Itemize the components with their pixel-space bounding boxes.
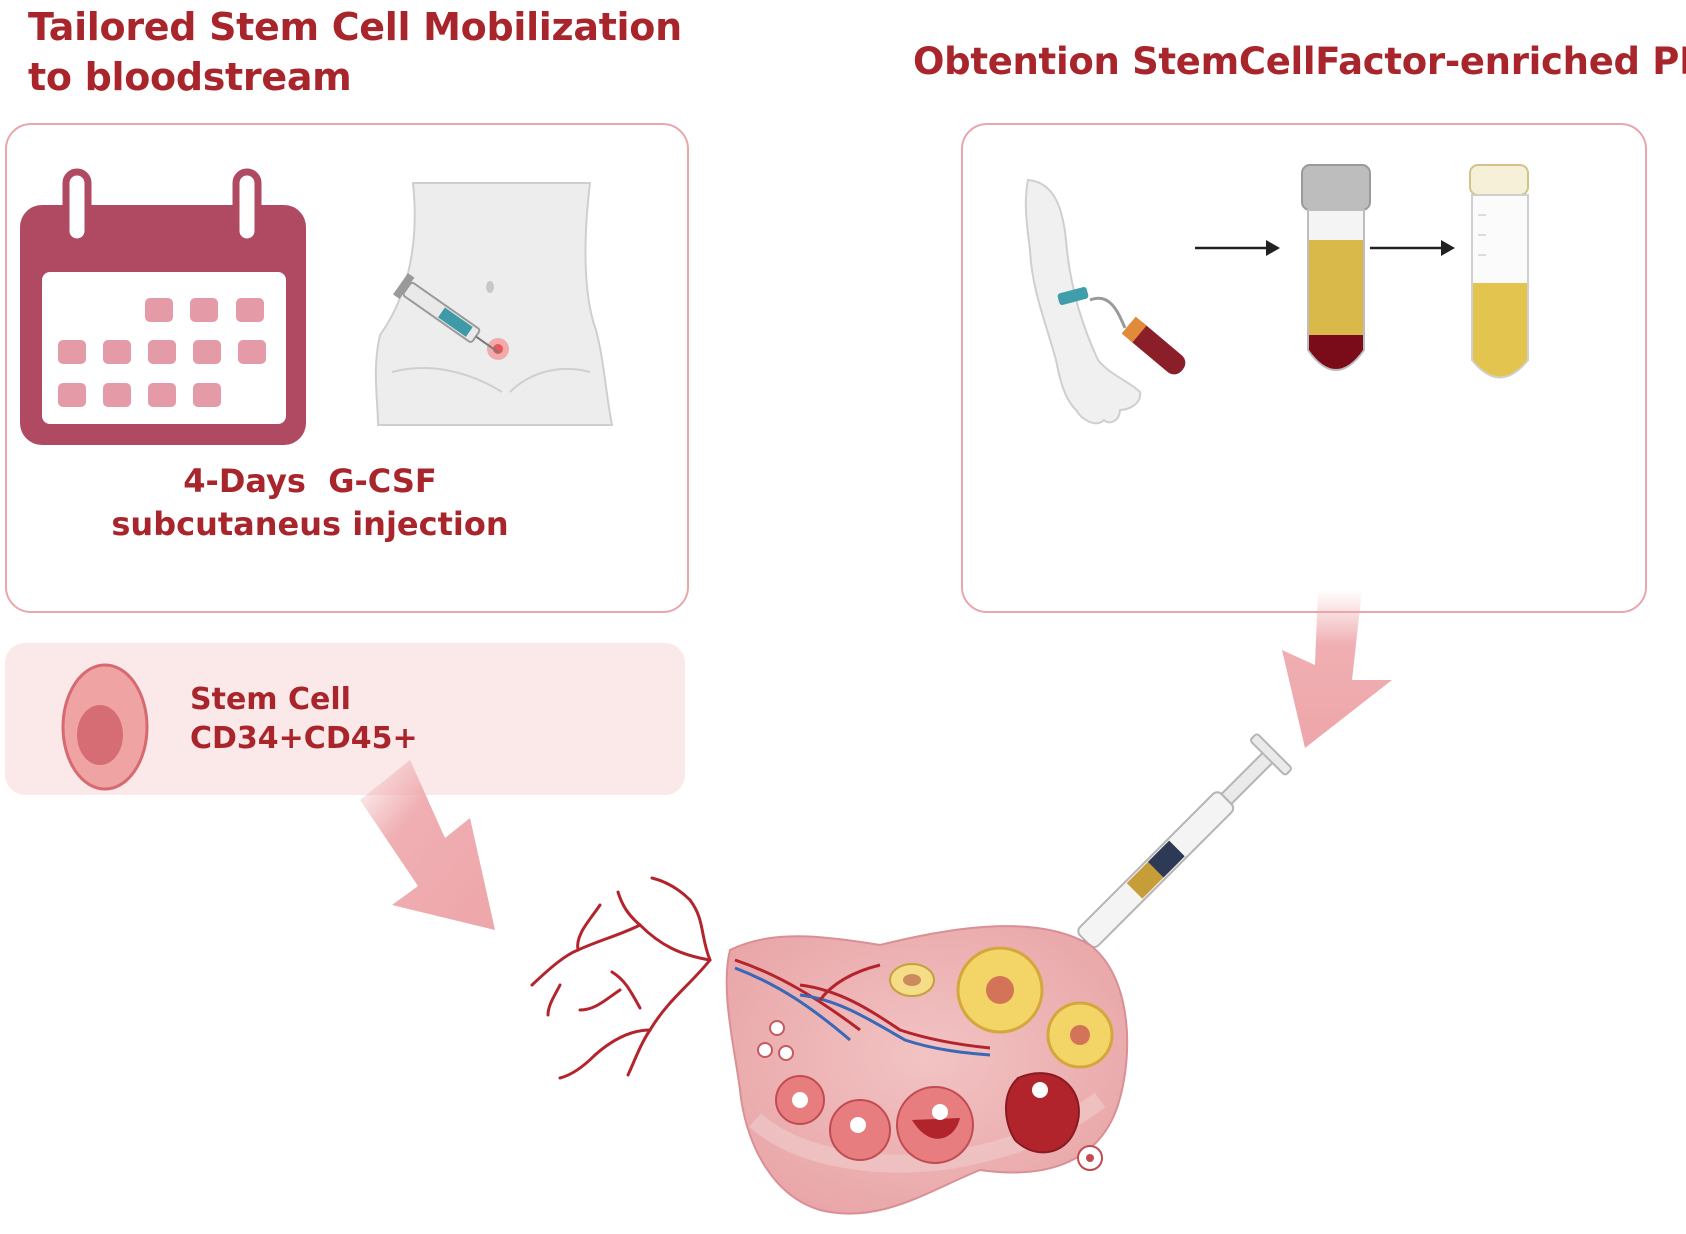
arrow-to-syringe-right bbox=[1282, 590, 1392, 748]
right-title: Obtention StemCellFactor-enriched PRP bbox=[913, 40, 1686, 83]
ovary-icon bbox=[725, 925, 1129, 1215]
antral-follicles bbox=[775, 1072, 1103, 1171]
stem-cell-line1: Stem Cell bbox=[190, 682, 351, 717]
corpus-luteum bbox=[956, 946, 1114, 1069]
syringe-icon bbox=[1064, 733, 1292, 962]
arrow-to-ovary-left bbox=[360, 760, 495, 930]
gcsf-caption: 4-Days G-CSF subcutaneus injection bbox=[100, 460, 520, 546]
gcsf-caption-line2: subcutaneus injection bbox=[111, 505, 509, 543]
process-arrow-2 bbox=[1370, 240, 1455, 256]
arm-blood-draw-icon bbox=[1024, 178, 1186, 425]
gcsf-caption-line1: 4-Days G-CSF bbox=[183, 462, 437, 500]
prp-tube-icon bbox=[1469, 164, 1529, 379]
process-arrow-1 bbox=[1195, 240, 1280, 256]
abdomen-syringe-icon bbox=[374, 182, 614, 426]
follicle bbox=[889, 963, 935, 997]
stem-cell-label: Stem Cell CD34+CD45+ bbox=[190, 680, 418, 758]
calendar-icon bbox=[20, 168, 306, 445]
stem-cell-line2: CD34+CD45+ bbox=[190, 721, 418, 756]
left-title: Tailored Stem Cell Mobilization to blood… bbox=[28, 5, 682, 99]
blood-tube-icon bbox=[1301, 164, 1371, 371]
blood-vessels-icon bbox=[530, 876, 712, 1080]
stem-cell-icon bbox=[61, 663, 149, 791]
